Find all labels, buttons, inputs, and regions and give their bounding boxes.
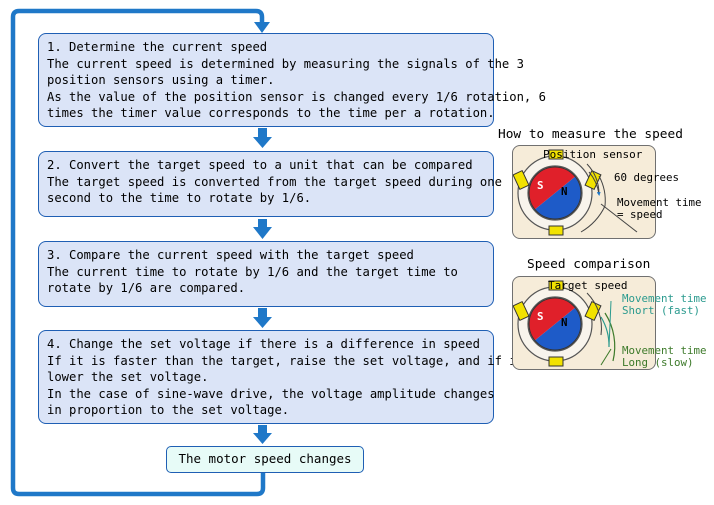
step-1-box: 1. Determine the current speed The curre… <box>38 33 546 127</box>
step-arrow-2 <box>253 219 272 239</box>
target-speed-label: Target speed <box>548 279 628 292</box>
step-4-box: 4. Change the set voltage if there is a … <box>38 330 605 424</box>
compare-panel: S N Target speed <box>512 276 656 370</box>
step-3-box: 3. Compare the current speed with the ta… <box>38 241 494 307</box>
position-sensor <box>513 300 530 322</box>
short-time-label: Movement time <box>622 292 707 305</box>
pole-s-label: S <box>537 310 544 323</box>
measure-title: How to measure the speed <box>498 127 683 142</box>
step-2-heading: 2. Convert the target speed to a unit th… <box>47 158 473 172</box>
step-3-text: rotate by 1/6 are compared. <box>47 281 246 296</box>
pole-n-label: N <box>561 316 568 329</box>
position-sensor <box>548 225 564 236</box>
step-3-heading: 3. Compare the current speed with the ta… <box>47 248 414 262</box>
position-sensor-label: Position sensor <box>543 148 643 161</box>
position-sensor <box>548 149 564 160</box>
result-box: The motor speed changes <box>166 446 364 473</box>
step-2-box: 2. Convert the target speed to a unit th… <box>38 151 502 217</box>
motor-diagram-measure <box>513 149 638 236</box>
rotor-magnet <box>528 166 582 220</box>
pole-s-label: S <box>537 179 544 192</box>
step-2-text: The target speed is converted from the t… <box>47 174 502 189</box>
position-sensor <box>548 280 564 291</box>
angle-label: 60 degrees <box>614 171 680 184</box>
short-fast-label: Short (fast) <box>622 304 701 317</box>
step-arrow-3 <box>253 308 272 328</box>
step-arrow-4 <box>253 425 272 444</box>
pole-n-label: N <box>561 185 568 198</box>
feedback-loop-line <box>10 8 266 497</box>
step-4-heading: 4. Change the set voltage if there is a … <box>47 337 480 351</box>
step-3-text: The current time to rotate by 1/6 and th… <box>47 264 458 279</box>
motor-diagram-compare <box>513 280 616 367</box>
position-sensor <box>513 169 530 191</box>
compare-title: Speed comparison <box>527 257 651 272</box>
position-sensor <box>548 356 564 367</box>
step-4-text: lower the set voltage. <box>47 370 209 385</box>
loop-arrow-head <box>254 22 270 33</box>
rotor-magnet <box>528 297 582 351</box>
step-1-heading: 1. Determine the current speed <box>47 40 268 54</box>
long-slow-label: Long (slow) <box>622 356 694 369</box>
long-time-label: Movement time <box>622 344 707 357</box>
step-4-text: In the case of sine-wave drive, the volt… <box>47 386 495 401</box>
measure-panel: S N Position sensor 60 degrees Movement … <box>512 145 702 239</box>
step-1-text: The current speed is determined by measu… <box>47 56 524 71</box>
step-1-text: position sensors using a timer. <box>47 73 275 88</box>
step-1-text: times the timer value corresponds to the… <box>47 106 495 121</box>
step-4-text: If it is faster than the target, raise t… <box>47 353 605 368</box>
step-1-text: As the value of the position sensor is c… <box>47 89 546 104</box>
step-arrow-1 <box>253 128 272 148</box>
speed-equals-label: = speed <box>617 208 663 221</box>
movement-time-label: Movement time <box>617 196 702 209</box>
step-2-text: second to the time to rotate by 1/6. <box>47 191 312 206</box>
step-4-text: in proportion to the set voltage. <box>47 403 290 418</box>
